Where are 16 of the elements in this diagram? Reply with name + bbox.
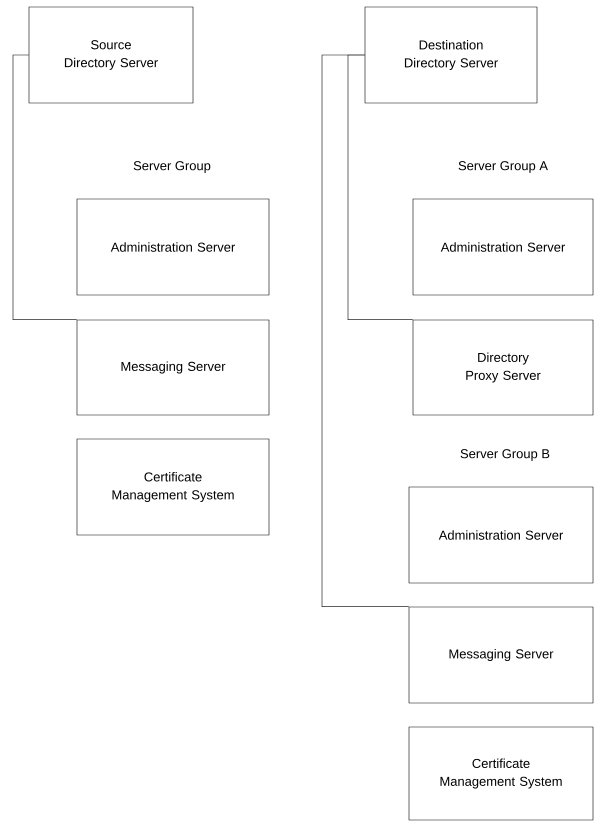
connector-line [348,54,413,320]
server-box: Source Directory Server [28,6,194,104]
server-box: Administration Server [76,198,270,296]
server-box: Certificate Management System [408,726,594,820]
connector-line [12,54,77,320]
server-box: Messaging Server [76,320,270,416]
group-label: Server Group A [458,161,548,173]
server-box: Destination Directory Server [364,6,538,104]
group-label: Server Group [134,161,210,173]
server-box: Administration Server [412,198,594,296]
server-box: Certificate Management System [76,438,270,536]
server-box: Messaging Server [408,606,594,704]
connector-line [322,54,409,607]
group-label: Server Group B [460,449,550,461]
server-box: Administration Server [408,486,594,584]
server-box: Directory Proxy Server [412,320,594,416]
